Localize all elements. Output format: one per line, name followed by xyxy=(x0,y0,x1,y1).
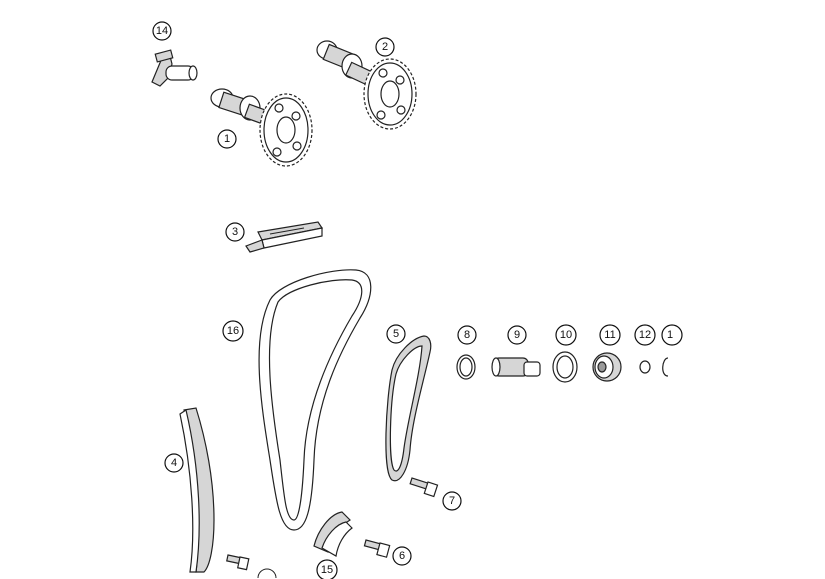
part-1-camshaft xyxy=(210,88,313,167)
callout-8-label: 8 xyxy=(464,329,470,341)
callout-8: 8 xyxy=(457,325,477,345)
part-2-camshaft xyxy=(316,40,417,130)
callout-16: 16 xyxy=(222,320,244,342)
callout-3-label: 3 xyxy=(232,226,238,238)
callout-14-label: 14 xyxy=(156,25,168,37)
part-7-bolt xyxy=(409,477,439,498)
part-9-plunger xyxy=(491,357,541,377)
part-13-partial xyxy=(662,357,669,377)
callout-7-label: 7 xyxy=(449,495,455,507)
lower-bolt xyxy=(226,554,250,571)
callout-11: 11 xyxy=(599,324,621,346)
callout-6: 6 xyxy=(392,546,412,566)
callout-12-label: 12 xyxy=(639,329,651,341)
part-6-bolt xyxy=(363,539,391,558)
part-5-tensioner-rail xyxy=(385,335,432,482)
callout-15: 15 xyxy=(316,559,338,579)
callout-2-label: 2 xyxy=(382,41,388,53)
part-1-sprocket xyxy=(259,93,313,167)
callout-1-label: 1 xyxy=(224,133,230,145)
part-15-guide-shoe xyxy=(313,511,353,557)
part-4-guide-rail xyxy=(179,407,215,573)
callout-3: 3 xyxy=(225,222,245,242)
part-8-washer xyxy=(456,354,476,380)
callout-5: 5 xyxy=(386,324,406,344)
callout-13-partial: 1 xyxy=(661,324,683,346)
part-12-o-ring xyxy=(639,360,651,374)
part-11-screw-plug xyxy=(592,352,622,382)
callout-1: 1 xyxy=(217,129,237,149)
callout-6-label: 6 xyxy=(399,550,405,562)
callout-16-label: 16 xyxy=(227,325,239,337)
callout-bottom-partial xyxy=(257,568,277,579)
callout-11-label: 11 xyxy=(604,329,615,341)
part-14-sensor xyxy=(151,49,198,87)
part-3-chain-guide-upper xyxy=(245,221,323,253)
callout-10: 10 xyxy=(555,324,577,346)
callout-4-label: 4 xyxy=(171,457,177,469)
callout-14: 14 xyxy=(152,21,172,41)
part-10-sealing-ring xyxy=(552,351,578,383)
callout-15-label: 15 xyxy=(321,564,333,576)
callout-9: 9 xyxy=(507,325,527,345)
callout-12: 12 xyxy=(634,324,656,346)
callout-4: 4 xyxy=(164,453,184,473)
callout-10-label: 10 xyxy=(560,329,572,341)
callout-5-label: 5 xyxy=(393,328,399,340)
part-16-timing-chain xyxy=(258,269,372,531)
callout-7: 7 xyxy=(442,491,462,511)
callout-2: 2 xyxy=(375,37,395,57)
callout-9-label: 9 xyxy=(514,329,520,341)
part-2-sprocket xyxy=(363,58,417,130)
callout-13-label: 1 xyxy=(667,329,673,341)
